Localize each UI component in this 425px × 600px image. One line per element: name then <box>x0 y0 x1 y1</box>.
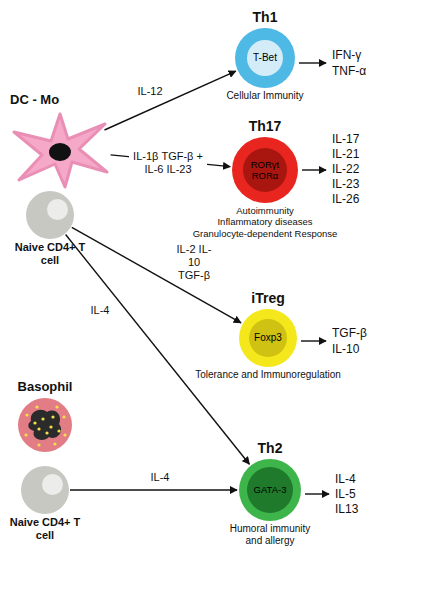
granule <box>63 433 66 436</box>
transcription-factor: RORα <box>252 170 279 181</box>
cell-function: Autoimmunity <box>236 205 294 216</box>
cytokine-signal: IL-1β TGF-β + IL-6 IL-23 <box>129 150 207 176</box>
granule <box>25 413 28 416</box>
cell-nucleus <box>49 143 71 161</box>
cell-body <box>18 398 72 452</box>
naive-t-cell <box>26 191 74 239</box>
cell-nucleus <box>42 474 63 495</box>
cell-name: iTreg <box>251 290 284 307</box>
granule <box>41 417 44 420</box>
t-cell-circle: T-Bet <box>235 28 295 88</box>
granule <box>37 443 40 446</box>
cell-name: Naive CD4+ T cell <box>14 241 86 267</box>
differentiation-arrow <box>70 489 237 490</box>
cytokine-label: IL-26 <box>332 192 359 206</box>
basophil-outline <box>17 397 73 453</box>
transcription-factor-core: RORγtRORα <box>243 148 287 192</box>
cell-node: iTregFoxp3Tolerance and Immunoregulation <box>183 290 353 381</box>
cytokine-label: IL-5 <box>335 487 356 501</box>
output-arrow <box>305 493 329 494</box>
output-arrow <box>301 340 326 341</box>
naive-t-cell <box>21 466 69 514</box>
cytokine-label: IL-21 <box>332 147 359 161</box>
cell-node: Th17RORγtRORαAutoimmunityInflammatory di… <box>183 118 348 239</box>
output-arrow <box>299 62 326 63</box>
granule <box>57 429 60 432</box>
t-cell-circle: GATA-3 <box>239 459 301 521</box>
dendritic-cell-outline <box>10 110 110 190</box>
transcription-factor-core: GATA-3 <box>247 467 293 513</box>
cell-name: DC - Mo <box>10 92 59 108</box>
cell-function: Granulocyte-dependent Response <box>193 228 338 239</box>
transcription-factor-core: T-Bet <box>247 40 283 76</box>
cell-node: Naive CD4+ T cell <box>5 466 85 542</box>
cytokine-label: IL-4 <box>335 472 356 486</box>
basophil-nucleus <box>28 410 61 440</box>
cytokine-signal: IL-4 <box>149 471 172 484</box>
granule <box>37 427 40 430</box>
t-cell-circle: RORγtRORα <box>232 137 298 203</box>
granule <box>24 433 27 436</box>
granule <box>49 425 52 428</box>
granule <box>35 405 38 408</box>
cell-node: DC - Mo <box>10 92 110 190</box>
transcription-factor: T-Bet <box>253 52 277 64</box>
differentiation-arrow <box>105 71 236 130</box>
cytokine-label: IL-17 <box>332 132 359 146</box>
transcription-factor-core: Foxp3 <box>249 319 287 357</box>
t-cell-circle: Foxp3 <box>239 309 297 367</box>
cytokine-label: TGF-β <box>332 326 367 340</box>
differentiation-arrow <box>66 235 250 465</box>
cell-name: Th17 <box>249 118 282 135</box>
cell-name: Th1 <box>253 9 278 26</box>
cell-node: Basophil <box>5 379 85 453</box>
granule <box>45 431 48 434</box>
dendritic-cell <box>10 110 110 190</box>
cell-function: Inflammatory diseases <box>217 216 312 227</box>
cytokine-label: IL-22 <box>332 162 359 176</box>
cytokine-label: IL13 <box>335 502 358 516</box>
granule <box>33 421 36 424</box>
granule <box>51 415 54 418</box>
cell-node: Naive CD4+ T cell <box>10 191 90 267</box>
cytokine-label: IFN-γ <box>332 48 361 62</box>
granule <box>53 442 56 445</box>
cell-function: Humoral immunity and allergy <box>220 523 320 547</box>
cytokine-signal: IL-12 <box>135 85 164 98</box>
cell-body <box>14 114 107 187</box>
cytokine-signal: IL-2 IL-10 TGF-β <box>172 243 216 282</box>
cell-name: Th2 <box>258 440 283 457</box>
cytokine-label: IL-10 <box>332 342 359 356</box>
cytokine-label: IL-23 <box>332 177 359 191</box>
cell-nucleus <box>47 199 68 220</box>
cell-node: Th1T-BetCellular Immunity <box>205 9 325 102</box>
cell-node: Th2GATA-3Humoral immunity and allergy <box>210 440 330 547</box>
granule <box>55 405 58 408</box>
transcription-factor: Foxp3 <box>254 332 282 344</box>
cytokine-signal: IL-4 <box>89 304 112 317</box>
granule <box>62 415 65 418</box>
cell-function: Tolerance and Immunoregulation <box>195 369 341 381</box>
cell-name: Naive CD4+ T cell <box>9 516 81 542</box>
basophil-cell <box>17 397 73 453</box>
transcription-factor: RORγt <box>251 159 280 170</box>
cytokine-label: TNF-α <box>332 64 366 78</box>
transcription-factor: GATA-3 <box>254 484 287 495</box>
cell-name: Basophil <box>18 379 73 395</box>
cell-function: Cellular Immunity <box>226 90 303 102</box>
output-arrow <box>302 169 326 170</box>
